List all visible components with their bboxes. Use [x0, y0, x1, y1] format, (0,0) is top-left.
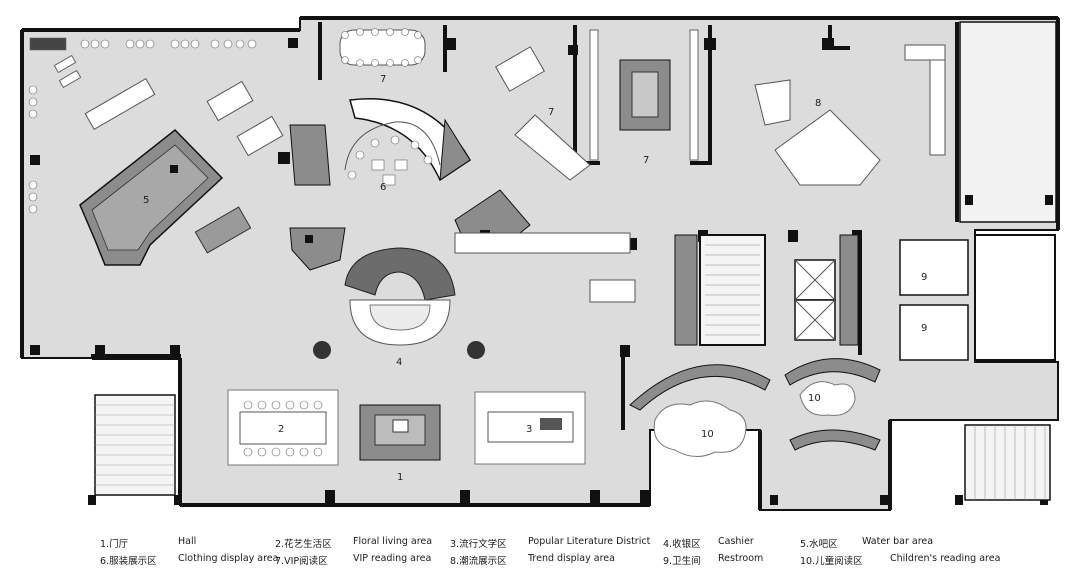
zone-label-6: 6 [380, 182, 386, 193]
legend-number: 5.水吧区 [800, 539, 838, 550]
legend-item-water-bar: 5.水吧区 Water bar area [800, 536, 933, 550]
zone-labels: 1 2 3 4 5 6 7 7 7 8 9 9 10 10 [143, 74, 927, 483]
zone-label-1: 1 [397, 472, 403, 483]
center-display [289, 189, 636, 303]
legend-number: 10.儿童阅读区 [800, 556, 863, 567]
legend-number: 8.潮流展示区 [450, 556, 507, 567]
legend-text: Popular Literature District [528, 536, 651, 547]
zone-label-7-a: 7 [380, 74, 386, 85]
legend-item-restroom: 9.卫生间 Restroom [663, 553, 763, 567]
top-seating [29, 37, 257, 51]
zone-label-5: 5 [143, 195, 149, 206]
legend-text: Floral living area [353, 536, 433, 547]
left-chairs [28, 85, 38, 214]
water-bar [79, 128, 252, 266]
legend-text: Trend display area [528, 553, 615, 564]
zone-label-10-a: 10 [701, 429, 714, 440]
reading-table [53, 54, 284, 157]
legend-number: 3.流行文学区 [450, 539, 507, 550]
legend-text: Water bar area [862, 536, 934, 547]
legend-number: 2.花艺生活区 [275, 539, 332, 550]
floral-table [227, 389, 339, 466]
zone-label-10-b: 10 [808, 393, 821, 404]
legend-item-cashier: 4.收银区 Cashier [663, 536, 754, 550]
legend-text: Restroom [718, 553, 764, 564]
legend-item-trend: 8.潮流展示区 Trend display area [450, 553, 615, 567]
elevator-core [674, 234, 859, 346]
legend-number: 6.服装展示区 [100, 556, 157, 567]
legend-text: VIP reading area [353, 553, 432, 564]
legend-item-childrens: 10.儿童阅读区 Children's reading area [800, 553, 1000, 567]
stair-right [964, 424, 1051, 501]
legend-text: Hall [178, 536, 197, 547]
stair-left [94, 394, 176, 496]
legend: 1.门厅 Hall 2.花艺生活区 Floral living area 3.流… [100, 534, 1000, 570]
legend-text: Cashier [718, 536, 754, 547]
legend-item-vip: 7.VIP阅读区 VIP reading area [275, 553, 431, 567]
legend-item-floral: 2.花艺生活区 Floral living area [275, 536, 432, 550]
hall-center [359, 404, 441, 461]
legend-item-clothing: 6.服装展示区 Clothing display area [100, 553, 278, 567]
zone-label-7-c: 7 [643, 155, 649, 166]
legend-number: 7.VIP阅读区 [275, 556, 328, 567]
zone-label-9-a: 9 [921, 272, 927, 283]
zone-label-9-b: 9 [921, 323, 927, 334]
trend-display [754, 44, 946, 186]
legend-text: Clothing display area [178, 553, 279, 564]
clothing-display [289, 98, 471, 186]
cashier-stair [313, 247, 485, 359]
legend-number: 1.门厅 [100, 539, 129, 550]
restrooms [899, 239, 969, 361]
childrens-reading [629, 358, 881, 457]
legend-text: Children's reading area [890, 553, 1001, 564]
legend-item-literature: 3.流行文学区 Popular Literature District [450, 536, 650, 550]
legend-item-hall: 1.门厅 Hall [100, 536, 196, 550]
legend-number: 9.卫生间 [663, 556, 701, 567]
legend-number: 4.收银区 [663, 539, 701, 550]
literature-display [474, 391, 586, 465]
vip-rooms [339, 28, 699, 181]
floor-plan: 1 2 3 4 5 6 7 7 7 8 9 9 10 10 [20, 16, 1060, 511]
zone-label-3: 3 [526, 424, 532, 435]
zone-label-4: 4 [396, 357, 402, 368]
zone-label-2: 2 [278, 424, 284, 435]
zone-label-8: 8 [815, 98, 821, 109]
zone-label-7-b: 7 [548, 107, 554, 118]
